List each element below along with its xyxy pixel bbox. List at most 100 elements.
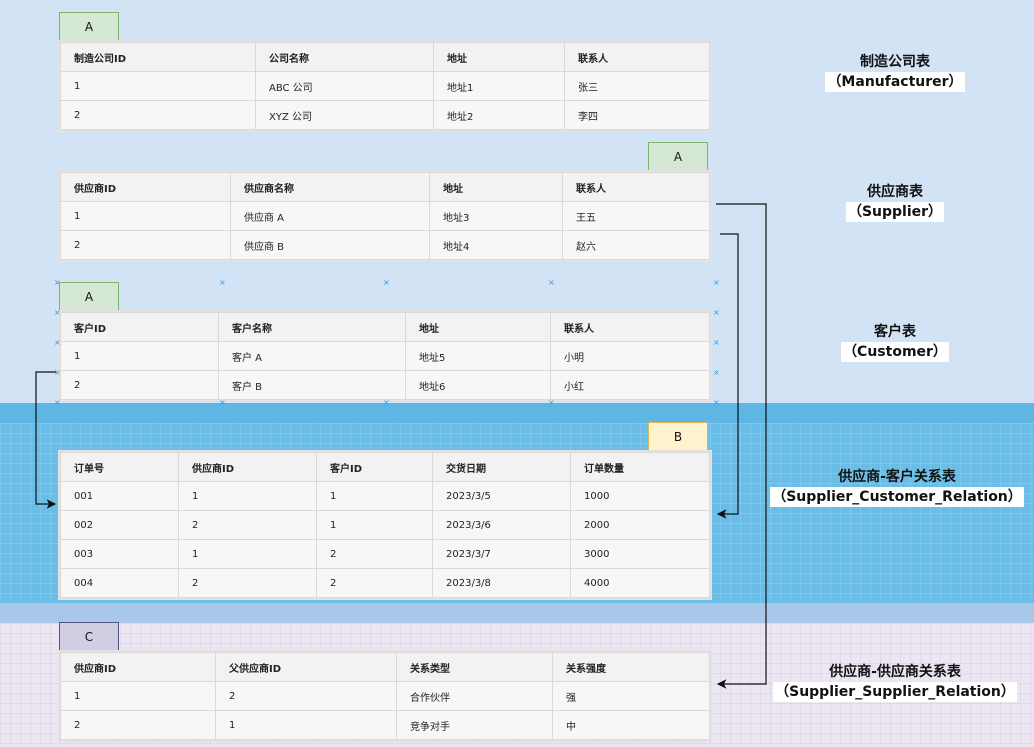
column-header[interactable]: 供应商ID bbox=[178, 452, 317, 482]
customer-tag[interactable]: A bbox=[59, 282, 119, 312]
table-cell[interactable]: 地址1 bbox=[433, 71, 565, 101]
table-cell[interactable]: 1 bbox=[316, 481, 433, 511]
selection-handle[interactable]: × bbox=[54, 398, 61, 407]
table-cell[interactable]: 供应商 A bbox=[230, 201, 430, 231]
table-cell[interactable]: 2000 bbox=[570, 510, 710, 540]
table-cell[interactable]: 2 bbox=[60, 230, 231, 260]
selection-handle[interactable]: × bbox=[713, 308, 720, 317]
selection-handle[interactable]: × bbox=[54, 338, 61, 347]
table-cell[interactable]: XYZ 公司 bbox=[255, 100, 434, 130]
table-cell[interactable]: 1 bbox=[60, 201, 231, 231]
selection-handle[interactable]: × bbox=[54, 278, 61, 287]
table-cell[interactable]: 小明 bbox=[550, 341, 710, 371]
table-cell[interactable]: 客户 A bbox=[218, 341, 406, 371]
column-header[interactable]: 订单数量 bbox=[570, 452, 710, 482]
selection-handle[interactable]: × bbox=[54, 368, 61, 377]
table-cell[interactable]: 2 bbox=[60, 710, 216, 740]
table-cell[interactable]: 王五 bbox=[562, 201, 710, 231]
column-header[interactable]: 客户ID bbox=[60, 312, 219, 342]
table-cell[interactable]: 2023/3/5 bbox=[432, 481, 571, 511]
column-header[interactable]: 联系人 bbox=[550, 312, 710, 342]
table-cell[interactable]: 李四 bbox=[564, 100, 710, 130]
table-cell[interactable]: 地址2 bbox=[433, 100, 565, 130]
table-cell[interactable]: 002 bbox=[60, 510, 179, 540]
table-cell[interactable]: 2 bbox=[316, 568, 433, 598]
column-header[interactable]: 联系人 bbox=[562, 172, 710, 202]
table-cell[interactable]: 1 bbox=[60, 71, 256, 101]
relation-ss-tag[interactable]: C bbox=[59, 622, 119, 652]
table-cell[interactable]: 客户 B bbox=[218, 370, 406, 400]
selection-handle[interactable]: × bbox=[713, 368, 720, 377]
table-cell[interactable]: 1000 bbox=[570, 481, 710, 511]
table-cell[interactable]: ABC 公司 bbox=[255, 71, 434, 101]
column-header[interactable]: 制造公司ID bbox=[60, 42, 256, 72]
selection-handle[interactable]: × bbox=[383, 278, 390, 287]
table-cell[interactable]: 地址3 bbox=[429, 201, 563, 231]
selection-handle[interactable]: × bbox=[219, 278, 226, 287]
table-cell[interactable]: 2023/3/6 bbox=[432, 510, 571, 540]
column-header[interactable]: 交货日期 bbox=[432, 452, 571, 482]
table-cell[interactable]: 3000 bbox=[570, 539, 710, 569]
supplier-tag[interactable]: A bbox=[648, 142, 708, 172]
table-cell[interactable]: 地址5 bbox=[405, 341, 551, 371]
column-header[interactable]: 订单号 bbox=[60, 452, 179, 482]
table-cell[interactable]: 地址4 bbox=[429, 230, 563, 260]
table-cell[interactable]: 合作伙伴 bbox=[396, 681, 553, 711]
table-cell[interactable]: 1 bbox=[60, 681, 216, 711]
selection-handle[interactable]: × bbox=[548, 278, 555, 287]
column-header[interactable]: 客户名称 bbox=[218, 312, 406, 342]
table-cell[interactable]: 2 bbox=[316, 539, 433, 569]
column-header[interactable]: 客户ID bbox=[316, 452, 433, 482]
column-header[interactable]: 地址 bbox=[405, 312, 551, 342]
column-header[interactable]: 公司名称 bbox=[255, 42, 434, 72]
table-cell[interactable]: 2 bbox=[60, 100, 256, 130]
table-cell[interactable]: 2023/3/8 bbox=[432, 568, 571, 598]
selection-handle[interactable]: × bbox=[713, 398, 720, 407]
table-cell[interactable]: 1 bbox=[178, 539, 317, 569]
relation-sc-tag[interactable]: B bbox=[648, 422, 708, 452]
selection-handle[interactable]: × bbox=[548, 398, 555, 407]
table-cell[interactable]: 张三 bbox=[564, 71, 710, 101]
table-cell[interactable]: 1 bbox=[60, 341, 219, 371]
selection-handle[interactable]: × bbox=[713, 338, 720, 347]
selection-handle[interactable]: × bbox=[219, 398, 226, 407]
table-cell[interactable]: 001 bbox=[60, 481, 179, 511]
table-cell[interactable]: 2 bbox=[60, 370, 219, 400]
table-cell[interactable]: 1 bbox=[215, 710, 397, 740]
column-header[interactable]: 地址 bbox=[429, 172, 563, 202]
table-cell[interactable]: 1 bbox=[178, 481, 317, 511]
table-cell[interactable]: 强 bbox=[552, 681, 710, 711]
selection-handle[interactable]: × bbox=[713, 278, 720, 287]
table-cell[interactable]: 2 bbox=[215, 681, 397, 711]
table-cell[interactable]: 003 bbox=[60, 539, 179, 569]
table-cell[interactable]: 竞争对手 bbox=[396, 710, 553, 740]
table-cell[interactable]: 2023/3/7 bbox=[432, 539, 571, 569]
table-cell[interactable]: 4000 bbox=[570, 568, 710, 598]
column-header[interactable]: 供应商ID bbox=[60, 652, 216, 682]
table-cell[interactable]: 2 bbox=[178, 568, 317, 598]
table-cell[interactable]: 004 bbox=[60, 568, 179, 598]
manufacturer-tag[interactable]: A bbox=[59, 12, 119, 42]
column-header[interactable]: 关系强度 bbox=[552, 652, 710, 682]
selection-handle[interactable]: × bbox=[383, 398, 390, 407]
table-cell[interactable]: 2 bbox=[178, 510, 317, 540]
column-header[interactable]: 联系人 bbox=[564, 42, 710, 72]
column-header[interactable]: 供应商名称 bbox=[230, 172, 430, 202]
table-cell[interactable]: 1 bbox=[316, 510, 433, 540]
